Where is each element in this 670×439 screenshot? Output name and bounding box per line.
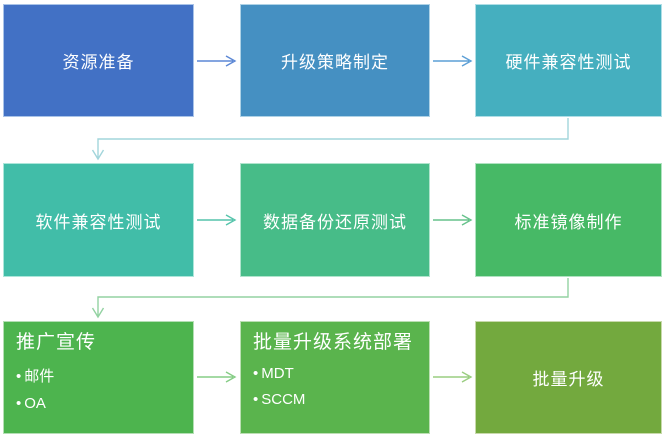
- bullet-label: 邮件: [24, 367, 55, 385]
- bullet-list: • 邮件 • OA: [16, 365, 181, 412]
- step-backup-restore-test: 数据备份还原测试: [240, 163, 430, 277]
- list-item: • SCCM: [253, 391, 417, 408]
- elbow-connector-down-icon: [91, 278, 569, 319]
- step-mass-upgrade: 批量升级: [475, 321, 662, 434]
- step-label: 硬件兼容性测试: [505, 53, 632, 72]
- step-mass-upgrade-system-deployment: 批量升级系统部署 • MDT • SCCM: [240, 321, 430, 434]
- step-label: 升级策略制定: [281, 53, 389, 72]
- step-promotion: 推广宣传 • 邮件 • OA: [3, 321, 194, 434]
- list-item: • OA: [16, 395, 181, 412]
- elbow-connector-down-icon: [91, 118, 569, 161]
- step-label: 批量升级系统部署: [253, 332, 414, 353]
- step-label: 标准镜像制作: [514, 212, 623, 232]
- bullet-label: OA: [24, 394, 46, 412]
- step-label: 推广宣传: [16, 332, 97, 353]
- bullet-icon: •: [16, 394, 22, 412]
- bullet-label: SCCM: [261, 390, 306, 408]
- step-label: 资源准备: [62, 53, 135, 72]
- bullet-icon: •: [16, 367, 22, 385]
- step-software-compatibility-test: 软件兼容性测试: [3, 163, 194, 277]
- step-label: 批量升级: [532, 370, 605, 389]
- arrow-right-icon: [197, 214, 237, 226]
- step-resource-preparation: 资源准备: [3, 4, 194, 117]
- step-standard-image-creation: 标准镜像制作: [475, 163, 662, 277]
- arrow-right-icon: [433, 55, 473, 67]
- bullet-list: • MDT • SCCM: [253, 365, 417, 408]
- step-label: 数据备份还原测试: [263, 212, 407, 232]
- arrow-right-icon: [433, 214, 473, 226]
- step-hardware-compatibility-test: 硬件兼容性测试: [475, 4, 662, 117]
- arrow-right-icon: [197, 55, 237, 67]
- arrow-right-icon: [433, 371, 473, 383]
- list-item: • MDT: [253, 365, 417, 382]
- step-label: 软件兼容性测试: [35, 212, 162, 232]
- bullet-label: MDT: [261, 364, 294, 382]
- bullet-icon: •: [253, 390, 259, 408]
- arrow-right-icon: [197, 371, 237, 383]
- bullet-icon: •: [253, 364, 259, 382]
- list-item: • 邮件: [16, 365, 181, 386]
- step-upgrade-strategy: 升级策略制定: [240, 4, 430, 117]
